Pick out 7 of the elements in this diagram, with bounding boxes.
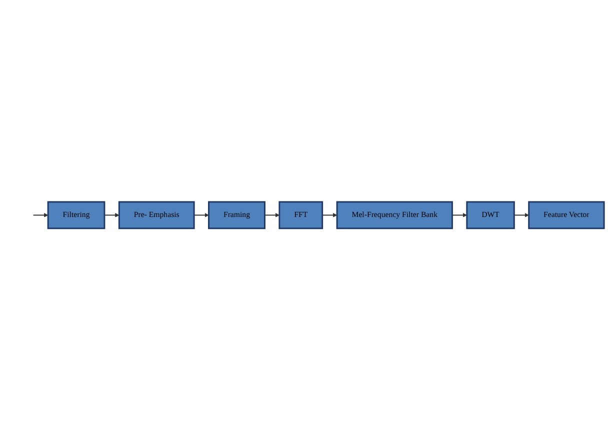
arrow	[194, 213, 209, 218]
arrow	[322, 213, 338, 218]
arrow	[514, 213, 530, 218]
arrow	[452, 213, 468, 218]
arrow	[32, 213, 48, 218]
arrow	[264, 213, 280, 218]
arrow	[104, 213, 120, 218]
